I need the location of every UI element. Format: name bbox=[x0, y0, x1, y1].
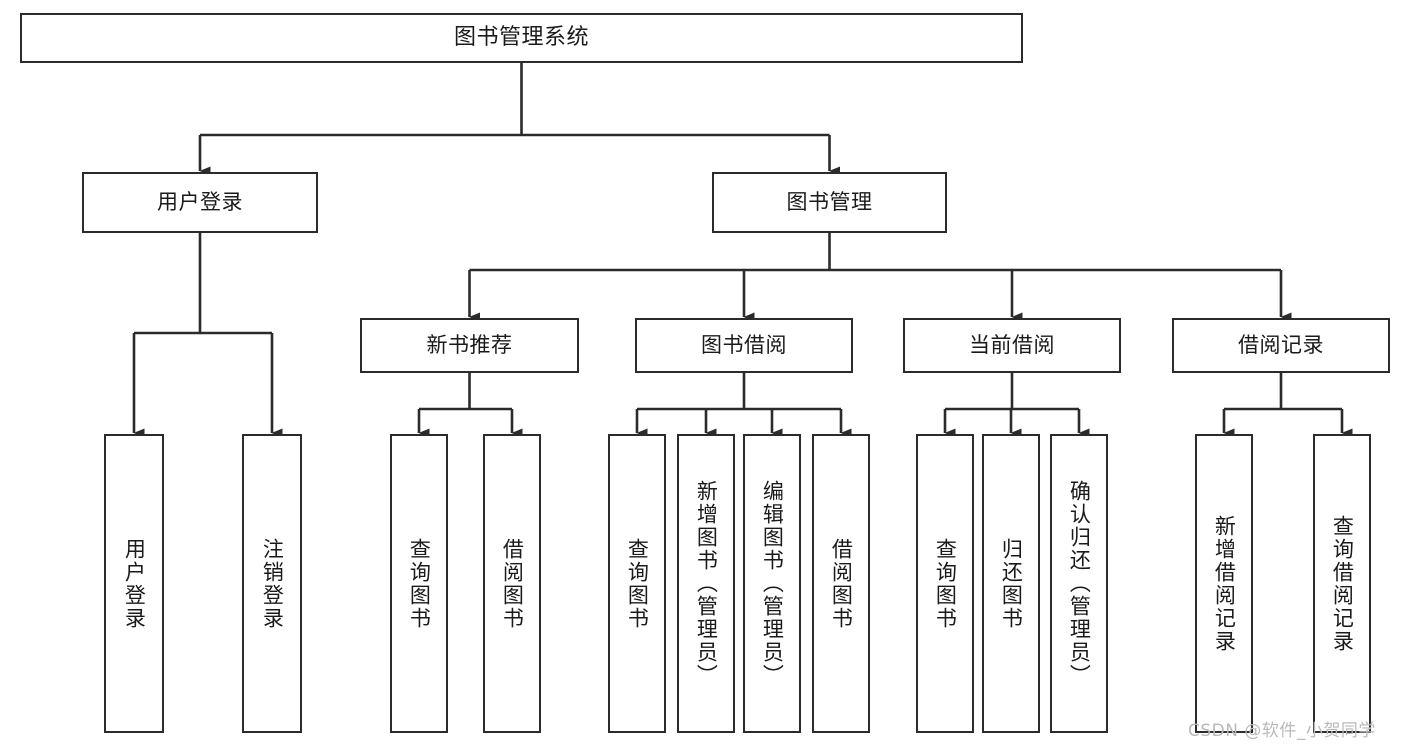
node-label: 查询图书 bbox=[407, 537, 432, 630]
node-leaf-return-book[interactable]: 归还图书 bbox=[982, 434, 1040, 733]
node-label: 当前借阅 bbox=[969, 333, 1055, 358]
node-label: 图书借阅 bbox=[701, 333, 787, 358]
node-borrow-record[interactable]: 借阅记录 bbox=[1172, 318, 1390, 373]
node-label: 注销登录 bbox=[260, 537, 285, 630]
node-label: 图书管理 bbox=[786, 190, 873, 215]
node-label: 借阅图书 bbox=[500, 537, 525, 630]
node-label: 用户登录 bbox=[122, 537, 147, 630]
node-leaf-add-book[interactable]: 新增图书（管理员） bbox=[677, 434, 735, 733]
connector-lines bbox=[132, 63, 1353, 438]
node-label: 确认归还（管理员） bbox=[1067, 480, 1092, 687]
node-label: 新书推荐 bbox=[426, 333, 513, 358]
node-label: 查询图书 bbox=[933, 537, 958, 630]
node-label: 编辑图书（管理员） bbox=[760, 480, 785, 687]
node-leaf-confirm-return[interactable]: 确认归还（管理员） bbox=[1050, 434, 1108, 733]
node-new-book-rec[interactable]: 新书推荐 bbox=[360, 318, 579, 373]
node-root[interactable]: 图书管理系统 bbox=[20, 13, 1023, 63]
node-user-login[interactable]: 用户登录 bbox=[82, 172, 318, 233]
node-label: 归还图书 bbox=[999, 537, 1024, 630]
node-leaf-edit-book[interactable]: 编辑图书（管理员） bbox=[743, 434, 801, 733]
node-label: 查询借阅记录 bbox=[1330, 514, 1355, 653]
node-leaf-query-book-3[interactable]: 查询图书 bbox=[916, 434, 974, 733]
node-leaf-add-record[interactable]: 新增借阅记录 bbox=[1195, 434, 1253, 733]
node-label: 用户登录 bbox=[157, 190, 243, 215]
node-label: 图书管理系统 bbox=[453, 25, 589, 51]
node-leaf-borrow-book-1[interactable]: 借阅图书 bbox=[483, 434, 541, 733]
node-label: 借阅记录 bbox=[1238, 333, 1324, 358]
node-leaf-query-record[interactable]: 查询借阅记录 bbox=[1313, 434, 1371, 733]
node-label: 新增借阅记录 bbox=[1212, 514, 1237, 653]
node-leaf-query-book-1[interactable]: 查询图书 bbox=[390, 434, 448, 733]
csdn-watermark: CSDN @软件_小贺同学 bbox=[1188, 721, 1376, 741]
node-label: 新增图书（管理员） bbox=[694, 480, 719, 687]
node-leaf-query-book-2[interactable]: 查询图书 bbox=[608, 434, 666, 733]
node-current-borrow[interactable]: 当前借阅 bbox=[903, 318, 1121, 373]
node-book-borrow[interactable]: 图书借阅 bbox=[635, 318, 853, 373]
node-book-manage[interactable]: 图书管理 bbox=[712, 172, 947, 233]
node-leaf-user-logout[interactable]: 注销登录 bbox=[242, 434, 302, 733]
node-label: 查询图书 bbox=[625, 537, 650, 630]
node-leaf-user-login[interactable]: 用户登录 bbox=[104, 434, 164, 733]
node-leaf-borrow-book-2[interactable]: 借阅图书 bbox=[812, 434, 870, 733]
node-label: 借阅图书 bbox=[829, 537, 854, 630]
